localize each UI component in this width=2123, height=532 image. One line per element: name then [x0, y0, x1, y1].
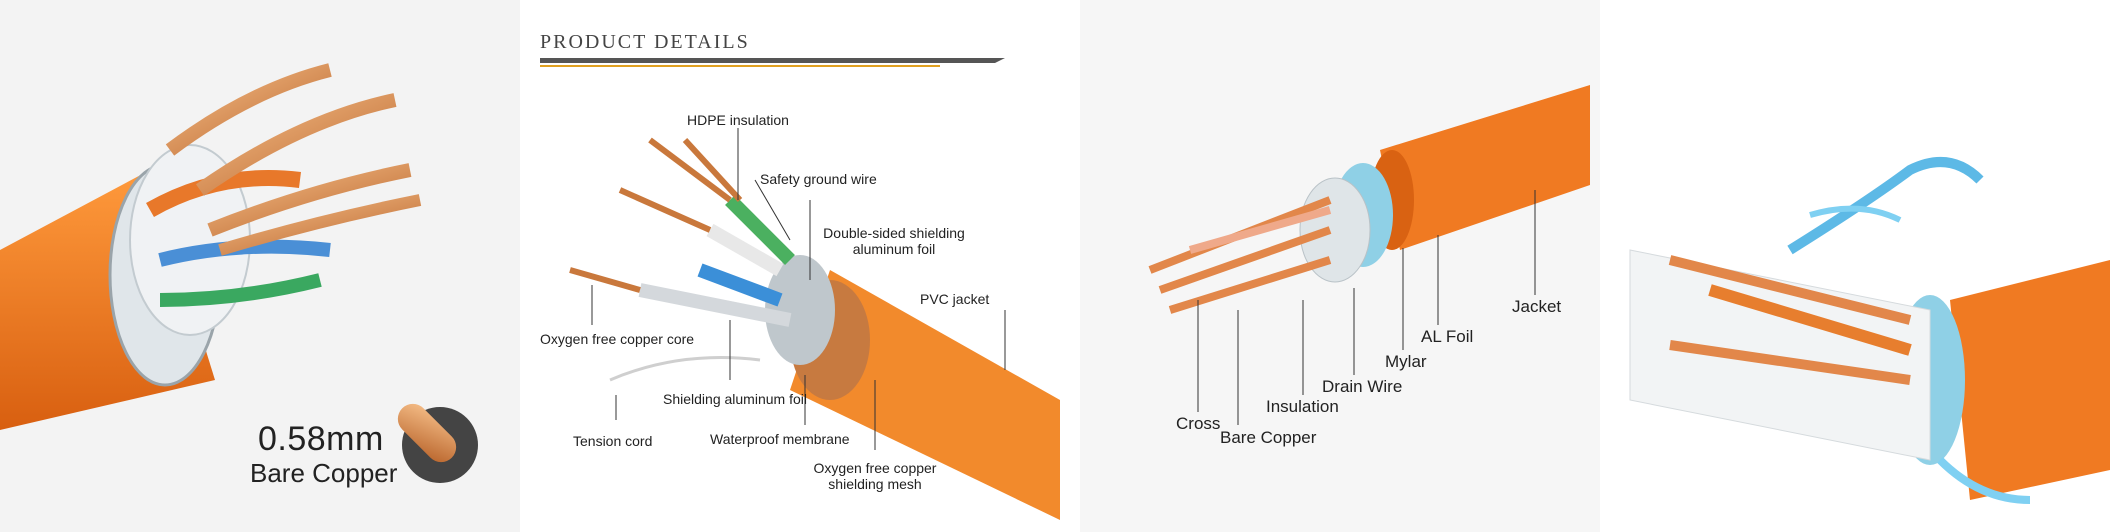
label-mylar: Mylar — [1385, 352, 1427, 371]
copper-badge-wire — [397, 403, 457, 463]
green-pair-shape — [725, 195, 795, 265]
label-shielding-aluminum-foil: Shielding aluminum foil — [663, 391, 807, 407]
label-safety-ground-wire: Safety ground wire — [760, 171, 877, 187]
label-bare-copper: Bare Copper — [1220, 428, 1317, 447]
aluminum-foil-shape — [765, 255, 835, 365]
white-pair-shape — [706, 223, 784, 277]
panel-cable-structure: Jacket AL Foil Mylar Drain Wire Insulati… — [1080, 0, 1600, 532]
copper-wire-shape — [1158, 226, 1332, 294]
label-tension-cord: Tension cord — [573, 433, 653, 449]
label-foil-line-2: aluminum foil — [852, 241, 936, 257]
panel-product-details: PRODUCT DETAILS HDPE insulation Safety g… — [530, 0, 1070, 532]
panel-waterproof — [1610, 0, 2123, 532]
label-waterproof-membrane: Waterproof membrane — [710, 431, 850, 447]
label-drain-wire: Drain Wire — [1322, 377, 1403, 396]
product-details-title: PRODUCT DETAILS — [540, 31, 750, 53]
orange-pair-shape — [1708, 284, 1912, 356]
water-splash-shape — [1809, 205, 1902, 223]
cable-closeup-image — [0, 63, 478, 483]
copper-material-label: Bare Copper — [250, 458, 398, 488]
copper-wire-shape — [1669, 340, 1911, 385]
copper-wire-shape — [1668, 255, 1912, 325]
jacket-shape — [1950, 260, 2110, 500]
label-insulation: Insulation — [1266, 397, 1339, 416]
label-pvc-jacket: PVC jacket — [920, 291, 990, 307]
copper-core-shape — [648, 137, 732, 203]
green-pair-shape — [159, 273, 322, 307]
panel-bare-copper: 0.58mm Bare Copper — [0, 0, 520, 532]
leader-lines — [1197, 190, 1536, 425]
cable-diagram-image — [540, 58, 1060, 520]
waterproof-cable-image — [1629, 157, 2110, 504]
label-copper-shielding-mesh: Oxygen free copper shielding mesh — [795, 460, 955, 492]
cable-structure-image — [1148, 85, 1590, 425]
water-splash-shape — [1937, 457, 2031, 504]
label-mesh-line-1: Oxygen free copper — [813, 460, 937, 476]
water-splash-shape — [1787, 157, 1984, 255]
leader-lines — [591, 128, 1006, 450]
label-mesh-line-2: shielding mesh — [828, 476, 922, 492]
copper-conductor-shape — [195, 93, 397, 196]
label-cross: Cross — [1176, 414, 1221, 433]
label-jacket: Jacket — [1512, 297, 1562, 316]
tension-cord-shape — [609, 356, 761, 382]
copper-wire-shape — [1188, 206, 1332, 254]
white-pair-shape — [638, 283, 792, 327]
blue-pair-shape — [697, 263, 783, 307]
label-foil-line-1: Double-sided shielding — [823, 225, 965, 241]
label-hdpe-insulation: HDPE insulation — [687, 112, 789, 128]
title-rule-dark — [540, 58, 1005, 63]
copper-core-shape — [569, 267, 641, 293]
label-al-foil: AL Foil — [1421, 327, 1474, 346]
label-double-sided-shielding: Double-sided shielding aluminum foil — [814, 225, 974, 257]
transparent-sheath-shape — [1629, 249, 1931, 461]
copper-size-label: 0.58mm — [258, 420, 384, 458]
copper-conductor-shape — [207, 163, 412, 237]
jacket-shape — [1380, 85, 1590, 250]
copper-conductor-shape — [165, 63, 332, 156]
copper-wire-shape — [1168, 256, 1332, 314]
copper-core-shape — [682, 137, 743, 203]
copper-conductor-shape — [218, 194, 422, 256]
copper-core-shape — [618, 187, 712, 233]
label-oxygen-free-copper-core: Oxygen free copper core — [540, 331, 695, 347]
